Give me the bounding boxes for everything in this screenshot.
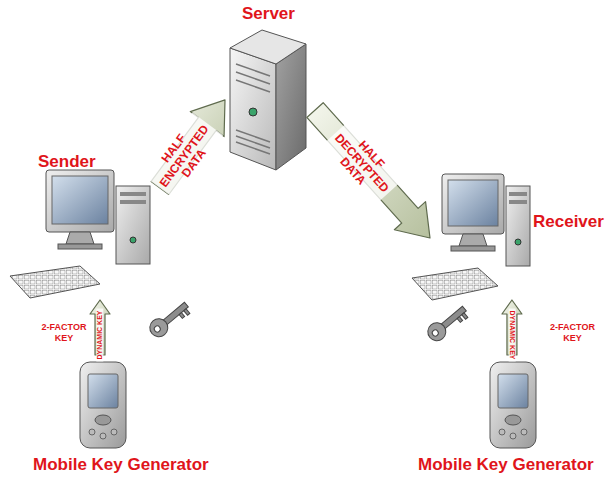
drive-slot bbox=[509, 192, 527, 196]
server-top bbox=[230, 30, 306, 64]
key-factor-label: 2-FACTOR KEY bbox=[545, 322, 600, 344]
monitor bbox=[442, 174, 504, 234]
pc-tower bbox=[116, 186, 150, 264]
key-factor-label: 2-FACTOR KEY bbox=[38, 322, 90, 344]
phone-key bbox=[100, 433, 106, 439]
phone-screen bbox=[498, 374, 528, 408]
phone-key bbox=[521, 429, 527, 435]
key-tooth bbox=[457, 317, 463, 323]
keyboard bbox=[10, 266, 100, 298]
screen bbox=[448, 180, 498, 226]
drive-slot bbox=[509, 200, 527, 204]
server-node: Server bbox=[225, 0, 315, 175]
phone-body bbox=[490, 362, 536, 448]
edge-label: HALF ENCRYPTED DATA bbox=[145, 113, 223, 200]
keyboard bbox=[412, 268, 498, 300]
key-hole bbox=[153, 325, 161, 333]
key-tooth bbox=[462, 313, 468, 320]
key-tooth bbox=[184, 309, 190, 316]
phone-key bbox=[111, 429, 117, 435]
server-side bbox=[276, 44, 306, 170]
receiver-node: Receiver bbox=[430, 170, 607, 300]
phone-button bbox=[505, 415, 521, 425]
phone-key bbox=[499, 429, 505, 435]
sender-node: Sender bbox=[5, 150, 160, 300]
monitor-base bbox=[451, 246, 495, 251]
node-label: Receiver bbox=[533, 212, 604, 232]
key-head bbox=[424, 319, 449, 344]
pc-tower bbox=[506, 186, 530, 266]
key-icon bbox=[424, 302, 470, 345]
key-shaft bbox=[163, 302, 188, 325]
server-button bbox=[249, 108, 257, 116]
key-hole bbox=[431, 329, 439, 337]
phone-key bbox=[510, 433, 516, 439]
monitor-base bbox=[58, 244, 102, 249]
server-bays bbox=[236, 64, 270, 154]
edge-label: DYNAMIC KEY bbox=[508, 308, 515, 361]
key-head bbox=[146, 315, 171, 340]
edge-label: DYNAMIC KEY bbox=[96, 308, 103, 361]
key-generator-node: Mobile Key Generator bbox=[415, 355, 607, 480]
monitor-stand bbox=[459, 234, 487, 246]
power-button bbox=[130, 237, 136, 243]
power-button bbox=[515, 239, 521, 245]
phone-key bbox=[89, 429, 95, 435]
mobile-phone bbox=[490, 362, 536, 448]
server-front bbox=[230, 48, 276, 170]
mobile-phone bbox=[80, 362, 126, 448]
arrow-connector bbox=[307, 103, 430, 238]
server-tower bbox=[230, 30, 306, 170]
key-generator-node: Mobile Key Generator bbox=[30, 355, 225, 480]
key-icon bbox=[146, 298, 192, 341]
key-shaft bbox=[441, 306, 466, 329]
phone-screen bbox=[88, 374, 118, 408]
screen bbox=[52, 176, 108, 224]
key-tooth bbox=[179, 313, 185, 319]
monitor-stand bbox=[66, 232, 94, 244]
sender-computer bbox=[10, 170, 150, 298]
drive-slot bbox=[120, 192, 146, 196]
node-label: Mobile Key Generator bbox=[418, 455, 594, 475]
phone-body bbox=[80, 362, 126, 448]
drive-slot bbox=[120, 200, 146, 204]
node-label: Mobile Key Generator bbox=[33, 455, 209, 475]
phone-button bbox=[95, 415, 111, 425]
node-label: Sender bbox=[38, 152, 96, 172]
node-label: Server bbox=[242, 4, 295, 24]
monitor bbox=[46, 170, 114, 232]
